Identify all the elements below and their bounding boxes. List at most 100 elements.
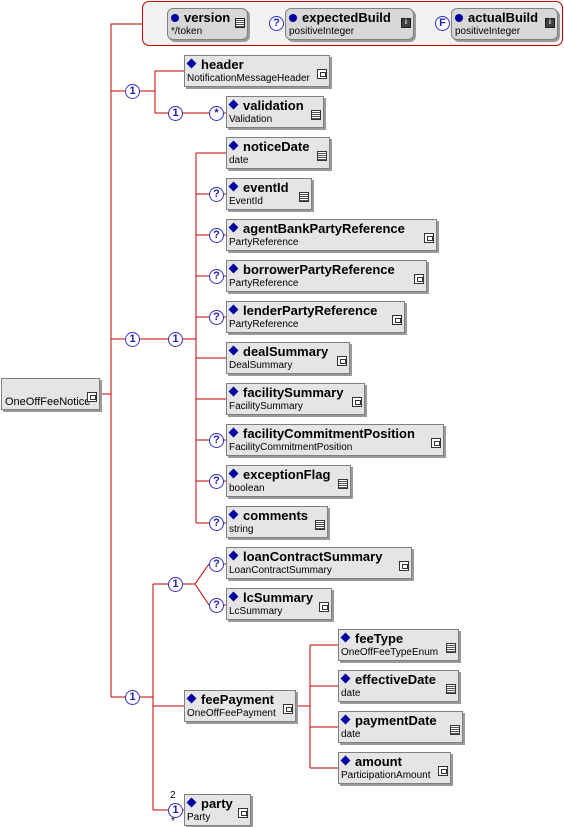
element-diamond-icon: [228, 591, 239, 602]
element-type: OneOffFeeTypeEnum: [341, 647, 439, 658]
element-exceptionflag[interactable]: exceptionFlag boolean: [226, 465, 351, 497]
simple-type-icon: [317, 151, 327, 161]
element-type: ParticipationAmount: [341, 770, 431, 781]
element-type: OneOffFeePayment: [187, 708, 276, 719]
info-icon: i: [545, 18, 555, 28]
complex-type-icon: [283, 704, 293, 714]
attribute-type: */token: [171, 26, 203, 37]
sequence-marker-icon: 1: [125, 84, 140, 99]
complex-type-icon: [424, 233, 434, 243]
element-diamond-icon: [340, 632, 351, 643]
complex-type-icon: [337, 356, 347, 366]
element-facilitysummary[interactable]: facilitySummary FacilitySummary: [226, 383, 365, 415]
element-type: FacilityCommitmentPosition: [229, 442, 353, 453]
attribute-dot-icon: [455, 14, 463, 22]
element-name: facilitySummary: [243, 385, 344, 400]
element-diamond-icon: [228, 345, 239, 356]
element-validation[interactable]: validation Validation: [226, 96, 324, 128]
element-name: effectiveDate: [355, 672, 436, 687]
element-diamond-icon: [340, 755, 351, 766]
element-amount[interactable]: amount ParticipationAmount: [338, 752, 451, 784]
attribute-dot-icon: [171, 14, 179, 22]
element-name: paymentDate: [355, 713, 437, 728]
attribute-name: expectedBuild: [302, 10, 391, 25]
complex-type-icon: [238, 808, 248, 818]
many-marker-icon: *: [209, 106, 224, 121]
root-element[interactable]: OneOffFeeNotice: [1, 378, 100, 410]
optional-marker-icon: ?: [209, 269, 224, 284]
element-type: LcSummary: [229, 606, 283, 617]
optional-marker-icon: ?: [269, 16, 284, 31]
info-icon: i: [401, 18, 411, 28]
element-feetype[interactable]: feeType OneOffFeeTypeEnum: [338, 629, 459, 661]
optional-marker-icon: ?: [209, 474, 224, 489]
element-lenderpartyreference[interactable]: lenderPartyReference PartyReference: [226, 301, 405, 333]
element-diamond-icon: [228, 222, 239, 233]
attribute-actualbuild[interactable]: actualBuild positiveInteger i: [451, 8, 558, 40]
element-paymentdate[interactable]: paymentDate date: [338, 711, 463, 743]
element-comments[interactable]: comments string: [226, 506, 328, 538]
element-name: validation: [243, 98, 304, 113]
simple-type-icon: [315, 520, 325, 530]
complex-type-icon: [414, 274, 424, 284]
root-element-name: OneOffFeeNotice: [5, 396, 91, 408]
optional-marker-icon: ?: [209, 187, 224, 202]
complex-type-icon: [319, 602, 329, 612]
element-party[interactable]: party Party: [184, 794, 251, 826]
element-diamond-icon: [186, 797, 197, 808]
element-type: PartyReference: [229, 278, 299, 289]
element-diamond-icon: [340, 714, 351, 725]
element-diamond-icon: [228, 304, 239, 315]
element-dealsummary[interactable]: dealSummary DealSummary: [226, 342, 350, 374]
element-borrowerpartyreference[interactable]: borrowerPartyReference PartyReference: [226, 260, 427, 292]
fixed-marker-icon: F: [435, 16, 450, 31]
optional-marker-icon: ?: [209, 310, 224, 325]
attribute-expectedbuild[interactable]: expectedBuild positiveInteger i: [285, 8, 414, 40]
element-name: amount: [355, 754, 402, 769]
attribute-type: positiveInteger: [455, 26, 521, 37]
element-name: comments: [243, 508, 309, 523]
sequence-marker-icon: 1: [125, 690, 140, 705]
element-effectivedate[interactable]: effectiveDate date: [338, 670, 459, 702]
attribute-version[interactable]: version */token: [167, 8, 248, 40]
element-loancontractsummary[interactable]: loanContractSummary LoanContractSummary: [226, 547, 412, 579]
element-diamond-icon: [228, 550, 239, 561]
element-type: date: [341, 688, 361, 699]
element-name: lenderPartyReference: [243, 303, 378, 318]
complex-type-icon: [431, 438, 441, 448]
simple-type-icon: [446, 684, 456, 694]
element-type: date: [341, 729, 361, 740]
repeat-marker-icon: 1: [168, 803, 183, 818]
optional-marker-icon: ?: [209, 228, 224, 243]
simple-type-icon: [446, 643, 456, 653]
element-type: Party: [187, 812, 211, 823]
simple-type-icon: [311, 110, 321, 120]
element-noticedate[interactable]: noticeDate date: [226, 137, 330, 169]
element-name: feeType: [355, 631, 404, 646]
element-type: boolean: [229, 483, 265, 494]
element-facilitycommitmentposition[interactable]: facilityCommitmentPosition FacilityCommi…: [226, 424, 444, 456]
optional-marker-icon: ?: [209, 516, 224, 531]
optional-marker-icon: ?: [209, 433, 224, 448]
sequence-marker-icon: 1: [168, 106, 183, 121]
attribute-name: version: [184, 10, 231, 25]
element-diamond-icon: [186, 58, 197, 69]
element-header[interactable]: header NotificationMessageHeader: [184, 55, 330, 87]
element-type: PartyReference: [229, 319, 299, 330]
element-name: agentBankPartyReference: [243, 221, 405, 236]
element-name: noticeDate: [243, 139, 310, 154]
element-diamond-icon: [186, 693, 197, 704]
element-lcsummary[interactable]: lcSummary LcSummary: [226, 588, 332, 620]
element-eventid[interactable]: eventId EventId: [226, 178, 312, 210]
element-diamond-icon: [228, 468, 239, 479]
complex-type-icon: [438, 766, 448, 776]
element-type: Validation: [229, 114, 273, 125]
party-max-occurs: *: [171, 816, 175, 827]
element-feepayment[interactable]: feePayment OneOffFeePayment: [184, 690, 296, 722]
element-name: party: [201, 796, 233, 811]
sequence-marker-icon: 1: [168, 332, 183, 347]
element-agentbankpartyreference[interactable]: agentBankPartyReference PartyReference: [226, 219, 437, 251]
optional-marker-icon: ?: [209, 598, 224, 613]
